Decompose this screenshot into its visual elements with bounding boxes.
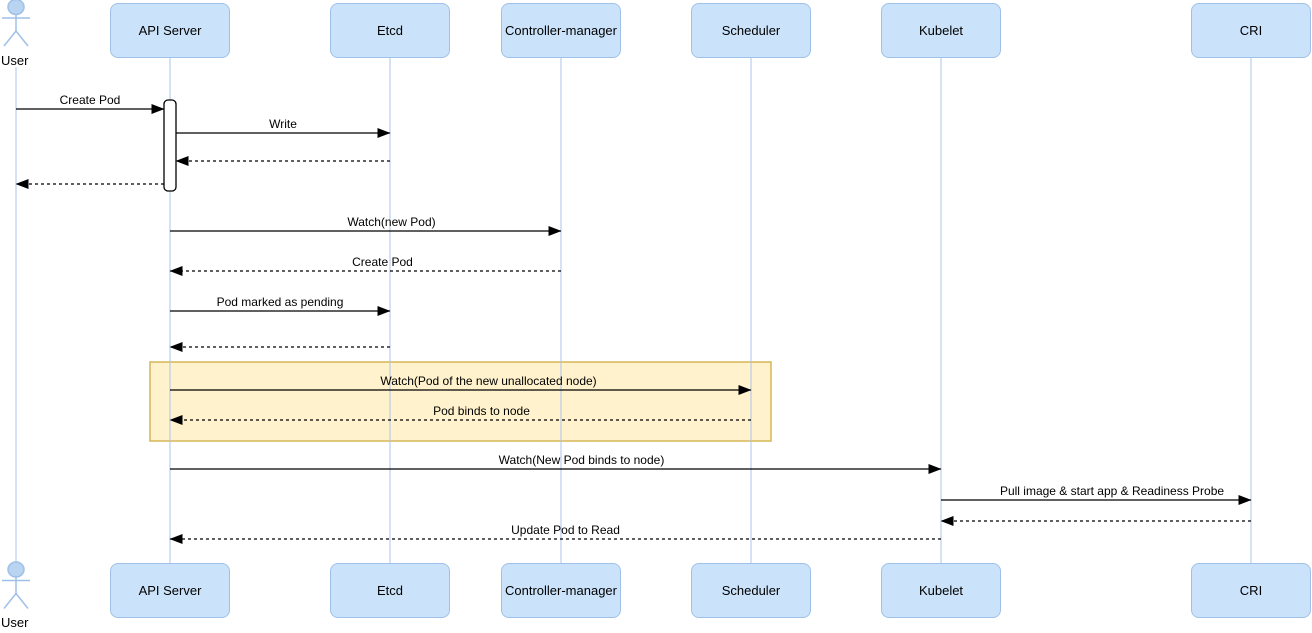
participant-box-etcd-top: Etcd xyxy=(330,3,450,58)
participant-box-cri-bottom: CRI xyxy=(1191,563,1311,618)
participant-label: Scheduler xyxy=(721,23,781,38)
participant-box-api-server-top: API Server xyxy=(110,3,230,58)
participant-label: API Server xyxy=(138,23,202,38)
participant-label: Etcd xyxy=(376,583,403,598)
actor-label-user-bottom: User xyxy=(1,615,29,630)
participant-box-kubelet-bottom: Kubelet xyxy=(881,563,1001,618)
participant-label: CRI xyxy=(1239,583,1263,598)
participant-box-controller-manager-top: Controller-manager xyxy=(501,3,621,58)
fragment-highlight-box xyxy=(149,361,772,442)
participant-label: Controller-manager xyxy=(505,23,617,38)
participant-box-controller-manager-bottom: Controller-manager xyxy=(501,563,621,618)
user-actor-bottom xyxy=(2,561,30,609)
participant-label: Etcd xyxy=(376,23,403,38)
activation-bar xyxy=(163,99,177,192)
participant-label: API Server xyxy=(138,583,202,598)
participant-box-scheduler-bottom: Scheduler xyxy=(691,563,811,618)
participant-box-api-server-bottom: API Server xyxy=(110,563,230,618)
participant-box-etcd-bottom: Etcd xyxy=(330,563,450,618)
participant-box-kubelet-top: Kubelet xyxy=(881,3,1001,58)
participant-box-scheduler-top: Scheduler xyxy=(691,3,811,58)
participant-label: CRI xyxy=(1239,23,1263,38)
participant-box-cri-top: CRI xyxy=(1191,3,1311,58)
actor-label-user-top: User xyxy=(1,53,29,68)
user-actor-top xyxy=(2,0,30,47)
participant-label: Scheduler xyxy=(721,583,781,598)
participant-label: Kubelet xyxy=(918,583,964,598)
participant-label: Controller-manager xyxy=(505,583,617,598)
participant-label: Kubelet xyxy=(918,23,964,38)
